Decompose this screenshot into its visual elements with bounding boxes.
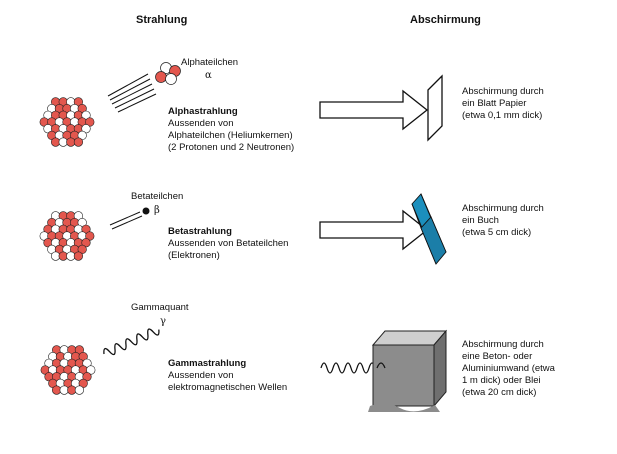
- gamma-shield-text: Abschirmung durch eine Beton- oder Alumi…: [462, 339, 555, 398]
- beta-nucleus: [39, 211, 95, 261]
- header-shielding: Abschirmung: [410, 14, 481, 26]
- gamma-symbol: γ: [160, 316, 166, 327]
- alpha-shield-text: Abschirmung durch ein Blatt Papier (etwa…: [462, 86, 544, 121]
- nucleon: [73, 137, 83, 147]
- gamma-wave-incoming: [320, 362, 382, 374]
- gamma-wave: [103, 328, 160, 356]
- beta-description: Aussenden von Betateilchen (Elektronen): [168, 238, 289, 261]
- beta-symbol: β: [154, 205, 160, 216]
- paper-sheet: [427, 74, 443, 142]
- alpha-symbol: α: [205, 70, 212, 81]
- beta-arrow: [319, 209, 429, 251]
- alpha-arrow: [319, 89, 429, 131]
- alpha-nucleus: [39, 97, 95, 147]
- beta-particle: [142, 207, 150, 215]
- concrete-block: [368, 329, 448, 412]
- beta-title: Betastrahlung: [168, 226, 232, 237]
- header-radiation: Strahlung: [136, 14, 188, 26]
- beta-emission-lines: [109, 211, 143, 230]
- gamma-particle-label: Gammaquant: [131, 302, 189, 313]
- gamma-title: Gammastrahlung: [168, 358, 247, 369]
- alpha-emission-lines: [107, 73, 157, 113]
- gamma-nucleus: [40, 345, 96, 395]
- gamma-description: Aussenden von elektromagnetischen Wellen: [168, 370, 288, 393]
- nucleon: [73, 251, 83, 261]
- alpha-title: Alphastrahlung: [168, 106, 238, 117]
- alpha-particle: [155, 62, 181, 85]
- beta-shield-text: Abschirmung durch ein Buch (etwa 5 cm di…: [462, 203, 544, 238]
- alpha-description: Aussenden von Alphateilchen (Heliumkerne…: [168, 118, 295, 153]
- alpha-particle-label: Alphateilchen: [181, 57, 239, 68]
- book: [411, 193, 447, 265]
- beta-particle-label: Betateilchen: [131, 191, 184, 202]
- nucleon: [74, 385, 84, 395]
